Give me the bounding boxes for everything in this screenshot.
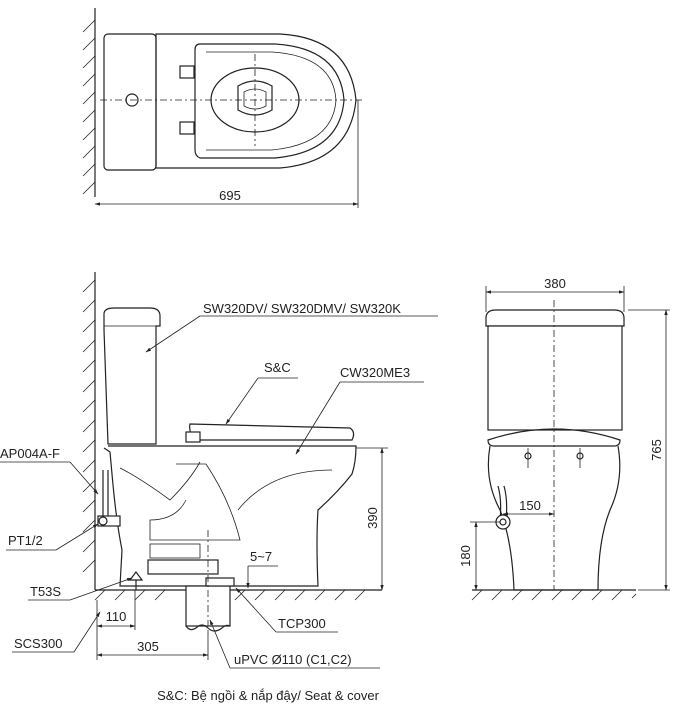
- dim-text-110: 110: [106, 609, 127, 624]
- dim-180: 180: [458, 521, 500, 591]
- dim-110: 110: [96, 590, 136, 630]
- bowl-side-outline: [103, 445, 357, 587]
- valve-label-text: AP004A-F: [0, 446, 60, 461]
- dim-text-5-7: 5~7: [250, 549, 272, 564]
- wall-hatching-side: [82, 272, 96, 590]
- dim-305: 305: [96, 600, 209, 660]
- tank-model-text: SW320DV/ SW320DMV/ SW320K: [203, 301, 401, 316]
- tank-side-outline: [103, 307, 161, 445]
- dim-text-765: 765: [649, 439, 664, 461]
- side-view: SW320DV/ SW320DMV/ SW320K S&C CW320ME3 A…: [0, 272, 438, 669]
- bowl-front-outline: [487, 300, 621, 591]
- tank-front-outline: [485, 309, 625, 431]
- label-seat: S&C: [225, 360, 298, 425]
- dim-765: 765: [628, 309, 670, 591]
- dim-150: 150: [502, 498, 555, 516]
- label-pipe-thread: PT1/2: [6, 523, 99, 551]
- floor-side: [94, 589, 382, 601]
- pipe-label-text: uPVC Ø110 (C1,C2): [234, 652, 352, 667]
- tank-top-outline: [103, 33, 166, 171]
- trap-bolt-side: [128, 571, 144, 590]
- label-pipe: uPVC Ø110 (C1,C2): [209, 619, 380, 669]
- top-view: 695: [82, 8, 362, 208]
- dim-695: 695: [94, 100, 359, 208]
- valve-side: [97, 470, 121, 527]
- label-bowl-model: CW320ME3: [295, 365, 424, 455]
- anchor-label-text: SCS300: [14, 636, 62, 651]
- bowl-model-text: CW320ME3: [340, 365, 410, 380]
- label-valve: AP004A-F: [0, 446, 99, 495]
- seat-front-outline: [487, 428, 621, 468]
- label-tank-model: SW320DV/ SW320DMV/ SW320K: [145, 301, 438, 353]
- floor-front: [471, 589, 637, 601]
- dim-380: 380: [485, 276, 625, 312]
- dim-390: 390: [356, 447, 388, 591]
- dim-text-380: 380: [544, 276, 566, 291]
- dim-text-150: 150: [519, 498, 541, 513]
- seat-cover-side: [185, 423, 355, 443]
- label-flange: TCP300: [235, 587, 338, 633]
- bowl-top-outline: [100, 33, 362, 169]
- drain-pipe-side: [185, 530, 235, 632]
- pipe-thread-text: PT1/2: [8, 533, 43, 548]
- dim-text-305: 305: [137, 639, 159, 654]
- flange-label-text: TCP300: [278, 616, 326, 631]
- label-anchor: SCS300: [12, 611, 101, 653]
- dim-5-7: 5~7: [246, 549, 278, 589]
- label-trap: T53S: [28, 577, 133, 601]
- dim-text-180: 180: [458, 545, 473, 567]
- caption: S&C: Bệ ngồi & nắp đậy/ Seat & cover: [157, 688, 380, 703]
- seat-label-text: S&C: [264, 360, 291, 375]
- wall-hatching-top: [82, 8, 96, 197]
- dim-text-695: 695: [219, 188, 241, 203]
- dim-text-390: 390: [365, 507, 380, 529]
- trap-label-text: T53S: [30, 584, 61, 599]
- front-view: 380 765 150 180: [458, 276, 670, 601]
